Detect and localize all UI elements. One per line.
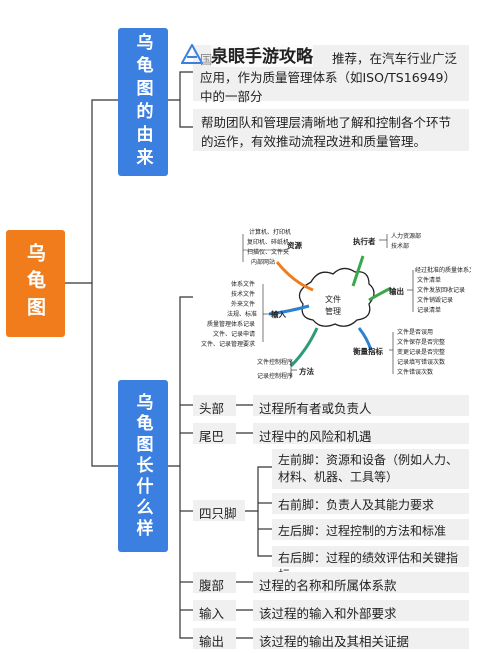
part-input-label: 输入 [193, 600, 236, 621]
part-feet-sub-2: 右前脚：负责人及其能力要求 [272, 493, 469, 514]
origin-item-2: 帮助团队和管理层清晰地了解和控制各个环节的运作，有效推动流程改进和质量管理。 [193, 109, 469, 151]
turtle-diagram: 文件 管理 资源 计算机、打印机 复印机、碎纸机 扫描仪、文件夹 内部网站 执行… [193, 220, 471, 386]
part-feet-sub-4: 右后脚：过程的绩效评估和关键指标 [272, 546, 469, 582]
leg-executor [351, 255, 365, 287]
input-item-1: 体系文件 [231, 280, 255, 288]
part-head-label: 头部 [193, 395, 236, 416]
part-tail-desc: 过程中的风险和机遇 [253, 423, 469, 444]
resources-item-2: 复印机、碎纸机 [247, 238, 289, 246]
branch-origin-title: 乌龟图的由来 [132, 33, 153, 171]
center-label-1: 文件 [325, 294, 341, 304]
leg-input [268, 304, 310, 316]
executor-label: 执行者 [353, 236, 376, 246]
method-item-1: 文件控制程序 [257, 358, 293, 366]
part-input-desc: 该过程的输入和外部要求 [253, 600, 469, 621]
part-belly-desc: 过程的名称和所属体系款 [253, 572, 469, 593]
watermark-logo-icon [181, 44, 203, 64]
executor-item-1: 人力资源部 [391, 232, 421, 240]
measure-label: 衡量指标 [353, 346, 383, 356]
branch-origin-node: 乌龟图的由来 [118, 28, 168, 176]
output-label: 输出 [389, 286, 404, 296]
part-feet-label: 四只脚 [193, 500, 245, 521]
input-label: 输入 [271, 309, 286, 319]
part-belly-label: 腹部 [193, 572, 236, 593]
method-label: 方法 [299, 366, 314, 376]
root-title: 乌龟图 [24, 243, 46, 324]
output-item-2: 文件清单 [417, 276, 441, 284]
center-label-2: 管理 [325, 306, 341, 316]
resources-item-4: 内部网站 [251, 258, 275, 266]
leg-resources [275, 261, 314, 292]
resources-item-3: 扫描仪、文件夹 [247, 248, 289, 256]
measure-item-5: 文件错误次数 [397, 368, 433, 376]
method-item-2: 记录控制程序 [257, 372, 293, 380]
measure-item-2: 文件保存是否完整 [397, 338, 445, 346]
part-output-desc: 该过程的输出及其相关证据 [253, 628, 469, 649]
input-item-6: 文件、记录申请 [213, 330, 255, 338]
part-feet-sub-1: 左前脚：资源和设备（例如人力、材料、机器、工具等） [272, 449, 469, 489]
root-node: 乌龟图 [6, 230, 65, 337]
input-item-4: 法规、标准 [227, 310, 257, 318]
leg-method [289, 327, 319, 368]
part-feet-sub-3: 左后脚：过程控制的方法和标准 [272, 519, 469, 540]
part-tail-label: 尾巴 [193, 423, 236, 444]
leg-measure [357, 327, 373, 351]
output-item-5: 记录清单 [417, 306, 441, 314]
resources-label: 资源 [287, 240, 302, 250]
part-head-desc: 过程所有者或负责人 [253, 395, 469, 416]
output-item-4: 文件销毁记录 [417, 296, 453, 304]
input-item-7: 文件、记录管理要求 [201, 340, 255, 348]
watermark-partial: 国 [200, 52, 213, 67]
input-item-2: 技术文件 [231, 290, 255, 298]
input-item-3: 外来文件 [231, 300, 255, 308]
resources-item-1: 计算机、打印机 [249, 228, 291, 236]
measure-item-1: 文件是否误用 [397, 328, 433, 336]
branch-shape-node: 乌龟图长什么样 [118, 380, 168, 552]
watermark-text: 泉眼手游攻略 [211, 42, 313, 67]
output-item-3: 文件发放回收记录 [417, 286, 465, 294]
origin-item-2-text: 帮助团队和管理层清晰地了解和控制各个环节的运作，有效推动流程改进和质量管理。 [201, 115, 452, 149]
part-output-label: 输出 [193, 628, 236, 649]
measure-item-4: 记录填写错误次数 [397, 358, 445, 366]
leg-output [368, 286, 392, 302]
executor-item-2: 技术部 [391, 242, 409, 250]
origin-item-1-text: 推荐，在汽车行业广泛应用，作为质量管理体系（如ISO/TS16949）中的一部分 [200, 51, 458, 104]
branch-shape-title: 乌龟图长什么样 [132, 392, 153, 540]
measure-item-3: 变更记录是否完整 [397, 348, 445, 356]
input-item-5: 质量管理体系记录 [207, 320, 255, 328]
